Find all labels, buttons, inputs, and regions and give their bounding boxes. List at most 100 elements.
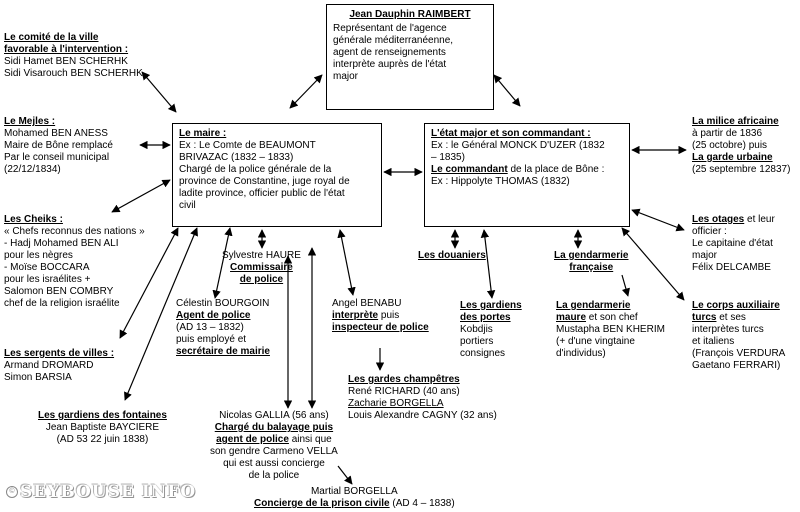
etat-major-line: – 1835) [431, 152, 465, 163]
gardiens-portes-line: portiers [460, 336, 494, 347]
maire-title: Le maire : [179, 128, 227, 139]
corps-aux-title: Le corps auxiliaire [692, 300, 780, 311]
etat-major-box: L'état major et son commandant : Ex : le… [424, 123, 630, 227]
gardiens-portes-line: consignes [460, 348, 506, 359]
gallia-block: Nicolas GALLIA (56 ans) Chargé du balaya… [210, 410, 338, 482]
raimbert-line: major [333, 71, 359, 82]
gendarmerie-fr-title: française [569, 262, 614, 273]
cheiks-line: chef de la religion israélite [4, 298, 120, 309]
gardiens-portes-block: Les gardiens des portes Kobdjis portiers… [460, 300, 522, 360]
copyright-icon: © [6, 486, 18, 498]
gardes-title: Les gardes champêtres [348, 374, 460, 385]
borgella-name: Martial BORGELLA [310, 486, 398, 497]
corps-aux-line: et italiens [692, 336, 735, 347]
arrow-etatmajor-otages [631, 208, 685, 232]
corps-aux-line: (François VERDURA [692, 348, 786, 359]
milice-line: à partir de 1836 [692, 128, 763, 139]
commandant-title: Le commandant [431, 164, 508, 175]
mejles-block: Le Mejles : Mohamed BEN ANESS Maire de B… [4, 116, 113, 176]
watermark-text: SEYBOUSE INFO [20, 482, 197, 502]
cheiks-title: Les Cheiks : [4, 214, 63, 225]
etat-major-line: Ex : Hippolyte THOMAS (1832) [431, 176, 570, 187]
gallia-line: de la police [248, 470, 300, 481]
gallia-role2: agent de police [216, 434, 289, 445]
otages-block: Les otages et leur officier : Le capitai… [692, 214, 775, 274]
gendarmerie-maure-title: La gendarmerie [556, 300, 631, 311]
gallia-line: qui est aussi concierge [223, 458, 325, 469]
haure-role: Commissaire [230, 262, 293, 273]
sergents-block: Les sergents de villes : Armand DROMARD … [4, 348, 114, 384]
douaniers-title: Les douaniers [418, 250, 486, 261]
arrow-gallia-borgella [337, 465, 353, 485]
etat-major-line: Ex : le Général MONCK D'UZER (1832 [431, 140, 605, 151]
arrow-comite-maire [141, 71, 177, 113]
benabu-name: Angel BENABU [332, 298, 402, 309]
milice-line: (25 octobre) puis [692, 140, 768, 151]
gendarmerie-maure-line: Mustapha BEN KHERIM [556, 324, 665, 335]
maire-line: civil [179, 200, 196, 211]
gardiens-fontaines-line: (AD 53 22 juin 1838) [56, 434, 149, 445]
mejles-line: Maire de Bône remplacé [4, 140, 113, 151]
gardes-line: Louis Alexandre CAGNY (32 ans) [348, 410, 497, 421]
gallia-name: Nicolas GALLIA (56 ans) [219, 410, 329, 421]
gendarmerie-maure-block: La gendarmerie maure et son chef Mustaph… [556, 300, 665, 360]
sergents-line: Armand DROMARD [4, 360, 94, 371]
gardiens-portes-line: Kobdjis [460, 324, 493, 335]
otages-line: Le capitaine d'état [692, 238, 773, 249]
bourgoin-line: (AD 13 – 1832) [176, 322, 244, 333]
gendarmerie-maure-line: (+ d'une vingtaine [556, 336, 635, 347]
corps-aux-rest: et ses [716, 312, 746, 323]
corps-aux-line: interprètes turcs [692, 324, 764, 335]
borgella-rest: (AD 4 – 1838) [389, 498, 455, 509]
corps-aux-title2: turcs [692, 312, 717, 323]
arrow-bourgoin-maire [212, 227, 233, 299]
arrow-gendarmerie-maure [621, 274, 630, 297]
bourgoin-block: Célestin BOURGOIN Agent de police (AD 13… [176, 298, 270, 358]
maire-box: Le maire : Ex : Le Comte de BEAUMONT BRI… [172, 123, 382, 227]
gallia-line: son gendre Carmeno VELLA [210, 446, 338, 457]
comite-line: Sidi Hamet BEN SCHERHK [4, 56, 128, 67]
comite-block: Le comité de la ville favorable à l'inte… [4, 32, 143, 80]
gallia-role2-rest: ainsi que [288, 434, 332, 445]
benabu-role-rest: puis [378, 310, 400, 321]
gendarmerie-maure-line: d'individus) [556, 348, 606, 359]
arrow-benabu-maire [337, 229, 356, 296]
arrow-cheiks-maire [111, 179, 171, 213]
mejles-line: Par le conseil municipal [4, 152, 110, 163]
maire-line: BRIVAZAC (1832 – 1833) [179, 152, 294, 163]
raimbert-title: Jean Dauphin RAIMBERT [349, 9, 471, 20]
otages-line: officier : [692, 226, 727, 237]
arrow-fontaines-maire [124, 227, 198, 401]
gardiens-portes-title: Les gardiens [460, 300, 522, 311]
bourgoin-name: Célestin BOURGOIN [176, 298, 270, 309]
sergents-line: Simon BARSIA [4, 372, 72, 383]
haure-name: Sylvestre HAURE [222, 250, 301, 261]
cheiks-line: pour les israélites + [4, 274, 91, 285]
borgella-role: Concierge de la prison civile [254, 498, 390, 509]
bourgoin-role2: secrétaire de mairie [176, 346, 270, 357]
mejles-title: Le Mejles : [4, 116, 56, 127]
milice-line: (25 septembre 12837) [692, 164, 791, 175]
comite-line: Sidi Visarouch BEN SCHERHK [4, 68, 143, 79]
raimbert-line: interprète auprès de l'état [333, 59, 447, 70]
bourgoin-line: puis employé et [176, 334, 247, 345]
raimbert-line: agent de renseignements [333, 47, 446, 58]
haure-role: de police [239, 274, 284, 285]
arrow-raimbert-etatmajor [493, 74, 521, 107]
cheiks-line: pour les nègres [4, 250, 73, 261]
gardes-line: René RICHARD (40 ans) [348, 386, 460, 397]
gardiens-fontaines-block: Les gardiens des fontaines Jean Baptiste… [38, 410, 167, 446]
gendarmerie-fr-block: La gendarmerie française [554, 250, 628, 274]
comite-title: favorable à l'intervention : [4, 44, 129, 55]
gendarmerie-fr-title: La gendarmerie [554, 250, 629, 261]
otages-line: Félix DELCAMBE [692, 262, 771, 273]
arrow-etatmajor-portes [480, 229, 496, 299]
gardiens-fontaines-title: Les gardiens des fontaines [38, 410, 167, 421]
garde-urbaine-title: La garde urbaine [692, 152, 773, 163]
maire-line: ladite province, officier public de l'ét… [179, 188, 345, 199]
benabu-role2: inspecteur de police [332, 322, 429, 333]
borgella-block: Martial BORGELLA Concierge de la prison … [254, 486, 455, 510]
etat-major-title: L'état major et son commandant : [431, 128, 591, 139]
cheiks-line: - Hadj Mohamed BEN ALI [4, 238, 119, 249]
corps-aux-line: Gaetano FERRARI) [692, 360, 781, 371]
